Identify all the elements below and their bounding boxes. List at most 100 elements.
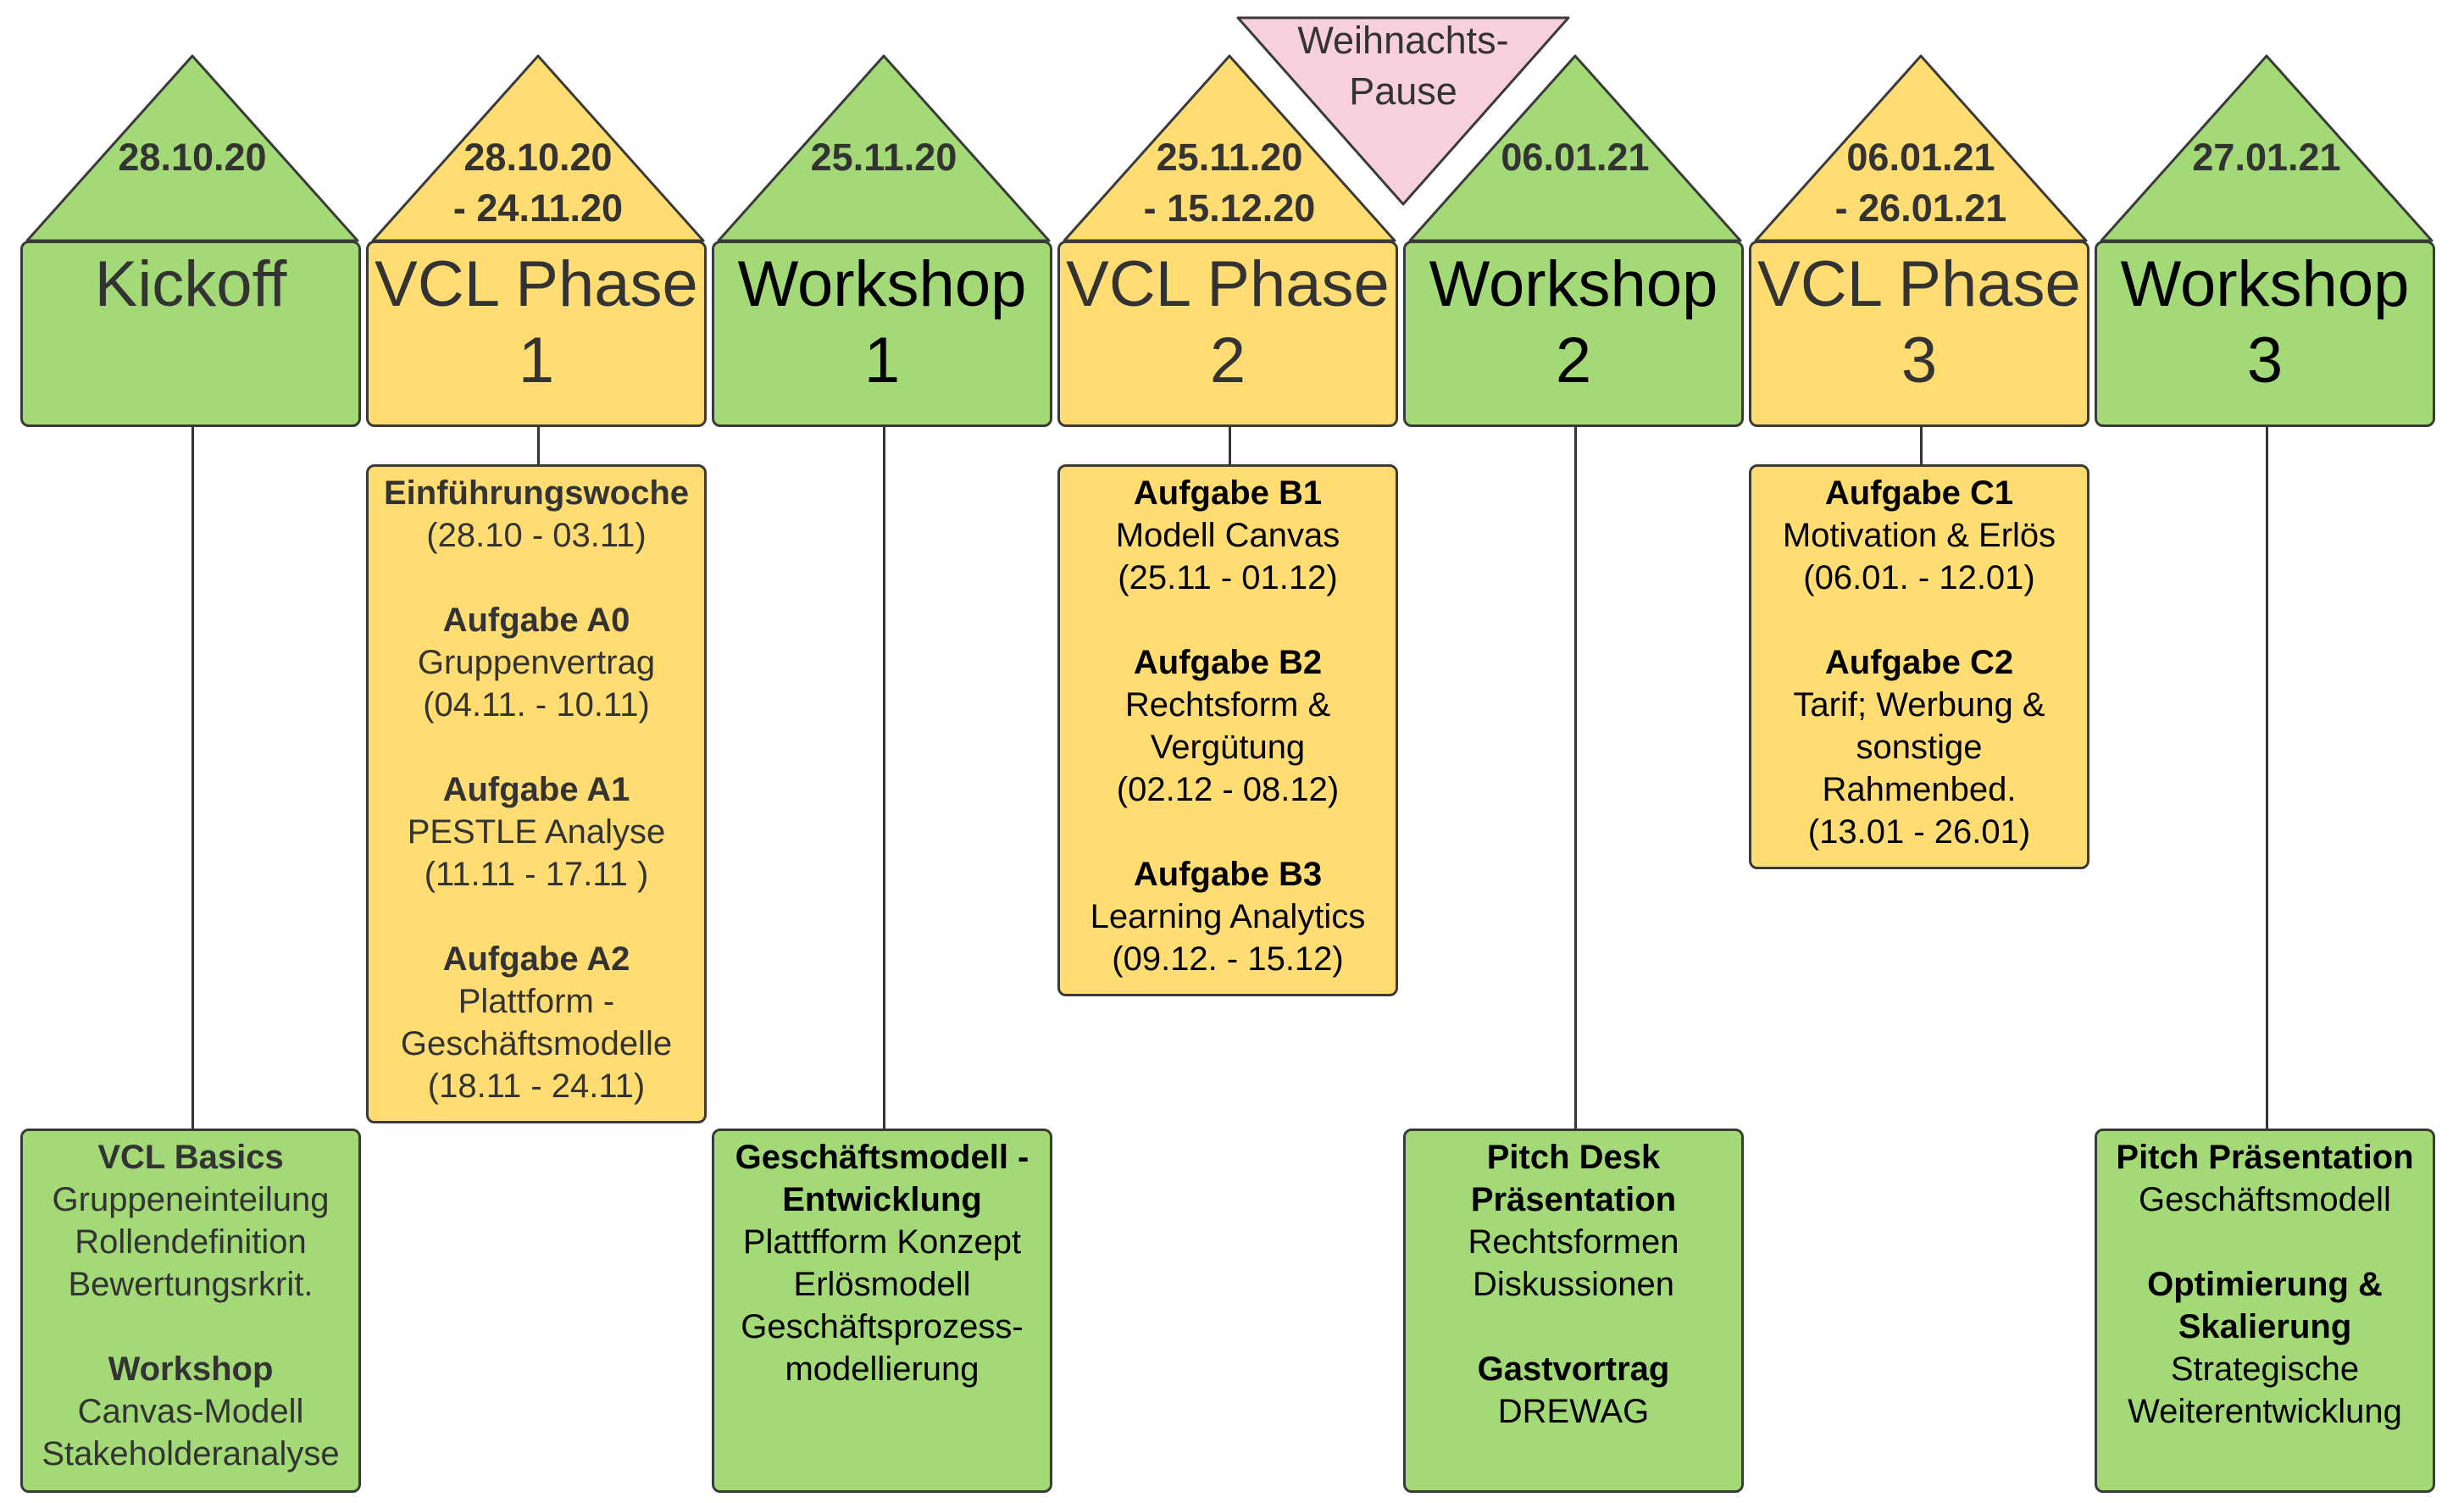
phase-title-line: VCL Phase [375,248,698,320]
detail-text [1406,1306,1741,1348]
detail-text: Strategische [2170,1350,2360,1388]
detail-text: Geschäftsmodell [2139,1181,2391,1218]
detail-text: Rollendefinition [75,1223,307,1261]
detail-text: Geschäftsmodelle [400,1025,673,1062]
detail-text: Weiterentwicklung [2128,1393,2402,1430]
detail-heading: Aufgabe A2 [442,940,630,978]
date-label: 28.10.20 [463,136,613,179]
connector-line [2266,427,2268,1129]
detail-heading: Optimierung & [2147,1266,2383,1303]
detail-text: Rahmenbed. [1822,771,2017,808]
connector-line [191,427,194,1129]
detail-heading: Aufgabe C2 [1824,644,2014,681]
connector-line [1920,427,1923,464]
connector-line [1574,427,1577,1129]
detail-text [2097,1221,2433,1263]
detail-text [1751,599,2087,641]
detail-text: (09.12. - 15.12) [1112,940,1344,978]
detail-text: Plattform - [458,983,615,1020]
detail-text: Canvas-Modell [77,1393,304,1430]
detail-text [369,557,704,599]
christmas-pause-marker: Weihnachts- Pause [1234,14,1573,208]
detail-text [1060,811,1396,853]
detail-text: Gruppenvertrag [417,644,656,681]
date-label: 06.01.21 [1846,136,1995,179]
phase-title-line: 3 [1901,324,1938,397]
detail-text: Vergütung [1150,729,1306,766]
phase-title-line: 1 [518,324,555,397]
detail-heading: Entwicklung [782,1181,982,1218]
detail-text: Rechtsform & [1124,686,1331,724]
date-label: - 26.01.21 [1834,186,2007,230]
detail-text: Tarif; Werbung & [1793,686,2045,724]
detail-text: Modell Canvas [1115,517,1340,554]
detail-text [369,726,704,768]
detail-text: (02.12 - 08.12) [1116,771,1340,808]
detail-text: sonstige [1856,729,1983,766]
connector-line [537,427,540,464]
detail-text: (04.11. - 10.11) [423,686,650,724]
date-label: - 15.12.20 [1143,186,1316,230]
detail-text: PESTLE Analyse [407,813,666,851]
pause-label-line: Weihnachts- [1297,19,1509,62]
detail-text: Bewertungsrkrit. [68,1266,314,1303]
detail-text: (28.10 - 03.11) [426,517,647,554]
date-label: 27.01.21 [2192,136,2341,179]
connector-line [1229,427,1231,464]
detail-heading: Pitch Präsentation [2116,1139,2414,1176]
task-details-box: Aufgabe C1 Motivation & Erlös (06.01. - 12… [1749,464,2089,869]
phase-title-line: Workshop [737,248,1027,320]
pause-label: Weihnachts- Pause [1234,15,1573,117]
detail-heading: Pitch Desk [1486,1139,1661,1176]
detail-heading: Einführungswoche [384,474,689,512]
phase-title-box: Kickoff [20,241,361,427]
phase-title-line: 2 [1555,324,1592,397]
detail-text: Geschäftsprozess- [741,1308,1024,1345]
detail-text: Motivation & Erlös [1782,517,2056,554]
detail-heading: Aufgabe A0 [442,602,630,639]
detail-heading: Präsentation [1470,1181,1677,1218]
detail-text: (06.01. - 12.01) [1803,559,2035,596]
detail-heading: Gastvortrag [1477,1350,1670,1388]
detail-heading: Workshop [108,1350,274,1388]
date-label: 25.11.20 [1156,136,1303,179]
phase-title-line: Kickoff [94,248,287,320]
phase-title-line: Workshop [2120,248,2410,320]
detail-text: (25.11 - 01.12) [1118,559,1338,596]
detail-text: DREWAG [1497,1393,1650,1430]
detail-text: Rechtsformen [1468,1223,1679,1261]
detail-text: (18.11 - 24.11) [427,1068,646,1105]
detail-heading: Aufgabe C1 [1824,474,2014,512]
detail-text [1060,599,1396,641]
task-details-box: Einführungswoche (28.10 - 03.11) Aufgabe A… [366,464,707,1123]
detail-text: Learning Analytics [1090,898,1366,935]
detail-text [369,896,704,938]
date-label: 25.11.20 [810,136,957,179]
date-label: 06.01.21 [1501,136,1650,179]
detail-heading: Skalierung [2178,1308,2352,1345]
connector-line [883,427,885,1129]
date-label: - 24.11.20 [452,186,624,230]
detail-text: Plattfform Konzept [742,1223,1022,1261]
detail-heading: Aufgabe B1 [1133,474,1323,512]
pause-label-line: Pause [1349,69,1457,113]
detail-heading: Aufgabe A1 [442,771,630,808]
date-label: 28.10.20 [118,136,267,179]
phase-title-line: Workshop [1429,248,1718,320]
detail-text [23,1306,358,1348]
